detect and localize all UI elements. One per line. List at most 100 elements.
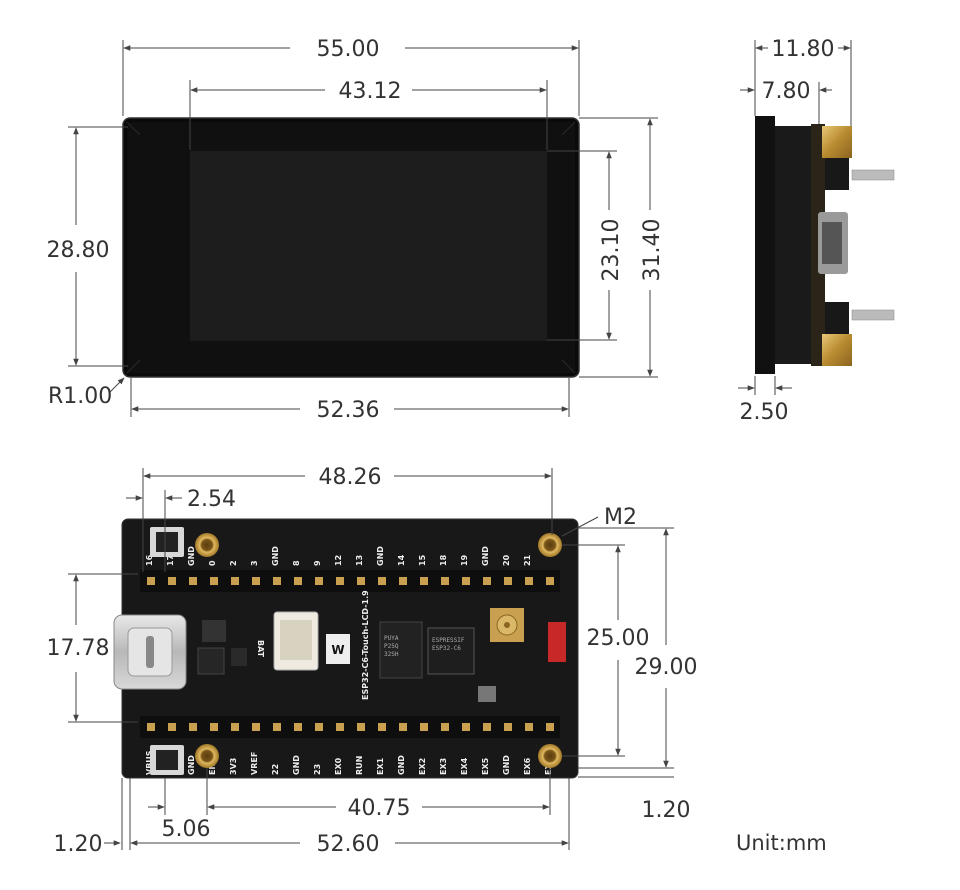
mount-hole-top-left — [195, 533, 219, 557]
pin-label: 14 — [397, 554, 406, 566]
dim-board-height: 29.00 — [635, 655, 698, 680]
pin-label: GND — [502, 755, 511, 775]
dim-panel-thickness: 2.50 — [740, 400, 789, 425]
header-pin — [210, 577, 218, 585]
header-pin — [252, 577, 260, 585]
header-pin — [378, 723, 386, 731]
pin-label: EX5 — [481, 757, 490, 775]
header-pin — [504, 723, 512, 731]
pin-label: GND — [397, 755, 406, 775]
dim-pin-pitch: 2.54 — [187, 487, 236, 512]
header-pin — [315, 723, 323, 731]
pin-label: 15 — [418, 554, 427, 566]
header-pin — [273, 723, 281, 731]
pin-label: 2 — [229, 560, 238, 566]
pin-label: 3 — [250, 560, 259, 566]
dim-board-width: 52.60 — [317, 832, 380, 857]
pin-label: EX1 — [376, 757, 385, 775]
chip-small-2 — [197, 647, 225, 675]
screen-glass — [190, 151, 547, 341]
chip-text-2: ESP32-C6 — [432, 645, 461, 652]
header-pin — [483, 577, 491, 585]
header-pin — [336, 723, 344, 731]
header-pin — [546, 577, 554, 585]
chip-small-1 — [202, 620, 226, 642]
header-pin — [294, 577, 302, 585]
header-pin — [378, 577, 386, 585]
header-pin — [252, 723, 260, 731]
pin-label: 21 — [523, 554, 532, 566]
header-pin — [231, 577, 239, 585]
antenna-label — [548, 622, 566, 662]
dim-board-offset-right: 1.20 — [642, 798, 691, 823]
bottom-header — [140, 716, 560, 738]
header-pin — [546, 723, 554, 731]
flash-text-2: P25Q — [384, 643, 399, 650]
mount-hole-bottom-left — [195, 744, 219, 768]
header-pin — [210, 723, 218, 731]
dim-width-total: 55.00 — [317, 37, 380, 62]
pin-label: GND — [292, 755, 301, 775]
dim-height-total: 31.40 — [640, 219, 665, 282]
dim-board-depth: 7.80 — [762, 79, 811, 104]
dim-header-spacing: 17.78 — [47, 636, 110, 661]
dim-mount-hole: M2 — [604, 505, 637, 530]
side-pin-bottom — [851, 309, 895, 321]
header-pin — [525, 723, 533, 731]
header-pin — [168, 577, 176, 585]
pin-label: EX4 — [460, 757, 469, 775]
header-pin — [420, 723, 428, 731]
header-pin — [357, 723, 365, 731]
pin-label: 8 — [292, 560, 301, 566]
pin-label: 17 — [166, 555, 175, 566]
dim-total-depth: 11.80 — [772, 37, 835, 62]
dim-corner-radius: R1.00 — [48, 384, 112, 409]
pin-label: EX2 — [418, 758, 427, 775]
pin-label: 12 — [334, 555, 343, 566]
header-pin — [357, 577, 365, 585]
side-header-top — [822, 126, 852, 158]
board-name-silkscreen: ESP32-C6-Touch-LCD-1.9 — [361, 590, 370, 700]
dim-hole-inner-x: 40.75 — [348, 796, 411, 821]
header-pin — [168, 723, 176, 731]
pin-label: EX6 — [523, 757, 532, 775]
flash-chip — [379, 621, 423, 679]
component-small-4 — [478, 686, 496, 702]
header-pin — [189, 723, 197, 731]
header-pin — [147, 723, 155, 731]
side-panel — [755, 116, 775, 374]
flash-text-3: 32SH — [384, 651, 399, 658]
mount-hole-bottom-right — [538, 744, 562, 768]
side-header-bottom — [822, 334, 852, 366]
dim-hole-spacing-x: 48.26 — [319, 465, 382, 490]
dim-screen-height: 23.10 — [599, 219, 624, 282]
mount-hole-top-right — [538, 533, 562, 557]
pin-label: GND — [187, 546, 196, 566]
header-pin — [462, 577, 470, 585]
header-pin — [483, 723, 491, 731]
pin-label: 9 — [313, 560, 322, 566]
pin-label: EX0 — [334, 757, 343, 775]
header-pin — [336, 577, 344, 585]
dim-hole-offset-x: 5.06 — [162, 817, 211, 842]
esp32-chip — [427, 627, 475, 675]
logo-icon — [326, 634, 350, 664]
header-pin — [420, 577, 428, 585]
header-pin — [399, 723, 407, 731]
pin-label: EX3 — [439, 758, 448, 775]
dim-bottom-width: 52.36 — [317, 398, 380, 423]
pin-label: VREF — [250, 752, 259, 775]
svg-text:W: W — [331, 643, 344, 657]
pin-label: 16 — [145, 554, 154, 566]
pin-label: GND — [271, 546, 280, 566]
chip-text-1: ESPRESSIF — [432, 637, 465, 644]
pin-label: 0 — [208, 560, 217, 566]
bottom-header-pins — [147, 723, 554, 731]
pin-label: EN — [208, 763, 217, 775]
side-view: 11.80 7.80 2.50 — [738, 37, 895, 425]
header-pin — [462, 723, 470, 731]
header-pin — [441, 577, 449, 585]
header-pin — [399, 577, 407, 585]
